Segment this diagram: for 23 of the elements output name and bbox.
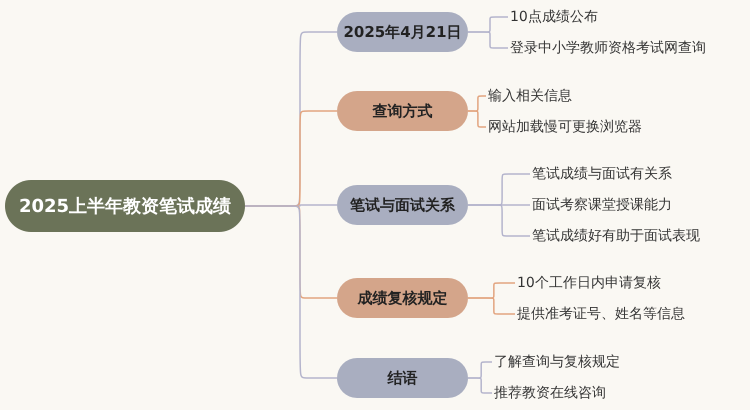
subtopic-text: 面试考察课堂授课能力 xyxy=(530,194,674,216)
root-topic: 2025上半年教资笔试成绩 xyxy=(5,180,245,232)
subtopic-text: 10个工作日内申请复核 xyxy=(515,272,663,294)
subtopic-text: 了解查询与复核规定 xyxy=(492,351,622,373)
subtopic-text: 提供准考证号、姓名等信息 xyxy=(515,303,687,325)
topic-pill: 笔试与面试关系 xyxy=(337,185,468,225)
subtopic-text: 推荐教资在线咨询 xyxy=(492,382,608,404)
topic-pill: 2025年4月21日 xyxy=(337,12,468,52)
topic-pill: 查询方式 xyxy=(337,91,468,131)
connector-line xyxy=(468,204,530,237)
connector-line xyxy=(468,297,515,315)
connector-line xyxy=(468,31,508,49)
subtopic-text: 网站加载慢可更换浏览器 xyxy=(486,116,644,138)
subtopic-text: 笔试成绩与面试有关系 xyxy=(530,163,674,185)
connector-line xyxy=(245,205,337,379)
connector-line xyxy=(468,377,492,394)
subtopic-text: 登录中小学教师资格考试网查询 xyxy=(508,37,708,59)
connector-line xyxy=(468,110,486,128)
subtopic-text: 10点成绩公布 xyxy=(508,6,600,28)
subtopic-text: 笔试成绩好有助于面试表现 xyxy=(530,225,702,247)
subtopic-text: 输入相关信息 xyxy=(486,85,574,107)
topic-pill: 成绩复核规定 xyxy=(337,278,468,318)
topic-pill: 结语 xyxy=(337,358,468,398)
